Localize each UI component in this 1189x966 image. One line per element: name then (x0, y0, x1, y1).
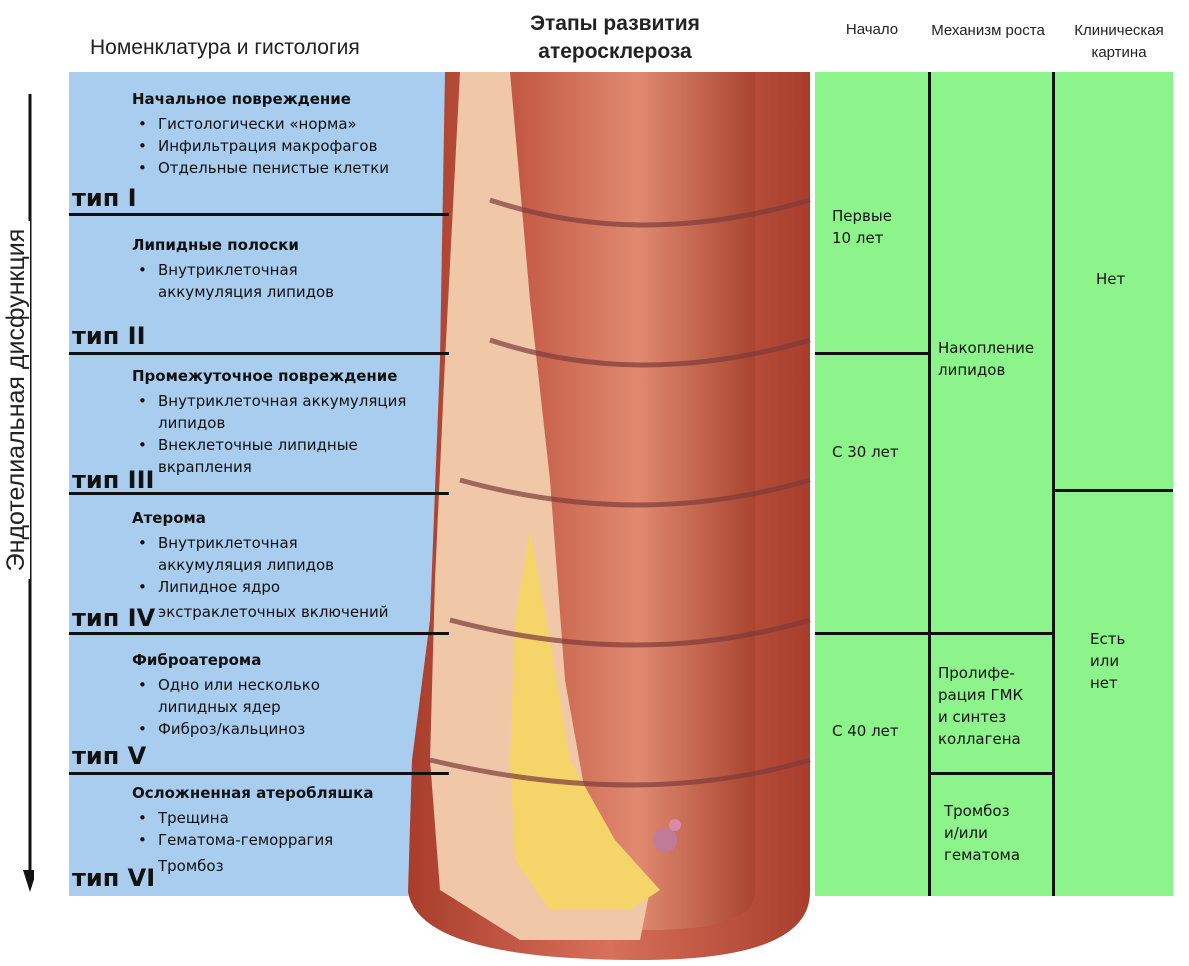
stage-3-item: Внеклеточные липидные (132, 434, 406, 456)
stage-2-list: Внутриклеточная аккумуляция липидов (132, 259, 334, 303)
stage-6-title: Осложненная атеробляшка (132, 784, 373, 802)
mechanism-line: и/или (944, 822, 1020, 844)
stage-2-title: Липидные полоски (132, 236, 299, 254)
stage-5-type: тип V (72, 742, 146, 770)
endothelial-dysfunction-axis: Эндотелиальная дисфункция (0, 94, 34, 894)
stage-1-item: Инфильтрация макрофагов (132, 135, 389, 157)
stage-4-item: экстраклеточных включений (158, 601, 388, 623)
main-title: Этапы развития атеросклероза (505, 10, 725, 66)
clinical-maybe: Есть или нет (1090, 628, 1125, 694)
stage-3-item: Внутриклеточная аккумуляция (132, 390, 406, 412)
stage-2-item: Внутриклеточная (132, 259, 334, 281)
mechanism-line: липидов (938, 359, 1034, 381)
mechanism-line: Пролифе- (938, 662, 1023, 684)
stage-6-list: Трещина Гематома-геморрагия (132, 807, 333, 851)
onset-line: Первые (832, 205, 892, 227)
mechanism-header: Механизм роста (928, 20, 1048, 42)
clinical-none: Нет (1096, 268, 1125, 290)
stage-6-item: Трещина (132, 807, 333, 829)
stage-3-title: Промежуточное повреждение (132, 367, 397, 385)
mechanism-lipid-accumulation: Накопление липидов (938, 337, 1034, 381)
stage-1-item: Отдельные пенистые клетки (132, 157, 389, 179)
stage-6-type: тип VI (72, 864, 155, 892)
onset-divider (815, 352, 928, 355)
stage-5-title: Фиброатерома (132, 651, 261, 669)
stage-3-item: липидов (132, 412, 406, 434)
stage-4-list: Внутриклеточная аккумуляция липидов Липи… (132, 532, 334, 598)
mechanism-proliferation: Пролифе- рация ГМК и синтез коллагена (938, 662, 1023, 750)
stage-3-item: вкрапления (132, 456, 406, 478)
thrombus (653, 828, 677, 852)
clinical-line: или (1090, 650, 1125, 672)
stage-1-type: тип I (72, 184, 137, 212)
stage-4-item: Липидное ядро (132, 576, 334, 598)
onset-divider (815, 632, 1053, 635)
stage-5-item: липидных ядер (132, 696, 320, 718)
thrombus-fragment (669, 819, 681, 831)
onset-from-30: С 30 лет (832, 441, 899, 463)
stage-1-list: Гистологически «норма» Инфильтрация макр… (132, 113, 389, 179)
stage-3-type: тип III (72, 466, 154, 494)
stage-4-title: Атерома (132, 509, 206, 527)
stage-5-item: Одно или несколько (132, 674, 320, 696)
stage-5-list: Одно или несколько липидных ядер Фиброз/… (132, 674, 320, 740)
mechanism-line: и синтез (938, 706, 1023, 728)
stage-1-item: Гистологически «норма» (132, 113, 389, 135)
divider (69, 632, 449, 635)
divider (69, 352, 449, 355)
clinical-line: Есть (1090, 628, 1125, 650)
stage-1-title: Начальное повреждение (132, 90, 351, 108)
onset-first-10-years: Первые 10 лет (832, 205, 892, 249)
artery-illustration (400, 60, 820, 966)
mechanism-line: Накопление (938, 337, 1034, 359)
stage-4-item: аккумуляция липидов (132, 554, 334, 576)
stage-2-item: аккумуляция липидов (132, 281, 334, 303)
stage-2-type: тип II (72, 322, 146, 350)
mechanism-line: рация ГМК (938, 684, 1023, 706)
mechanism-line: коллагена (938, 728, 1023, 750)
clinical-divider (1052, 489, 1173, 492)
onset-from-40: С 40 лет (832, 720, 899, 742)
stage-3-list: Внутриклеточная аккумуляция липидов Внек… (132, 390, 406, 478)
divider (69, 772, 449, 775)
stage-4-item: Внутриклеточная (132, 532, 334, 554)
mechanism-divider (928, 772, 1052, 775)
stage-6-item: Гематома-геморрагия (132, 829, 333, 851)
stage-5-item: Фиброз/кальциноз (132, 718, 320, 740)
stage-6-item: Тромбоз (158, 855, 224, 877)
nomenclature-header: Номенклатура и гистология (90, 36, 360, 60)
mechanism-line: гематома (944, 844, 1020, 866)
onset-line: 10 лет (832, 227, 892, 249)
stage-4-type: тип IV (72, 604, 155, 632)
clinical-header: Клиническая картина (1050, 20, 1188, 64)
mechanism-line: Тромбоз (944, 800, 1020, 822)
endothelial-dysfunction-label: Эндотелиальная дисфункция (0, 0, 34, 800)
column-divider (1052, 72, 1055, 896)
clinical-line: нет (1090, 672, 1125, 694)
divider (69, 213, 449, 216)
onset-header: Начало (822, 20, 922, 40)
mechanism-thrombosis: Тромбоз и/или гематома (944, 800, 1020, 866)
